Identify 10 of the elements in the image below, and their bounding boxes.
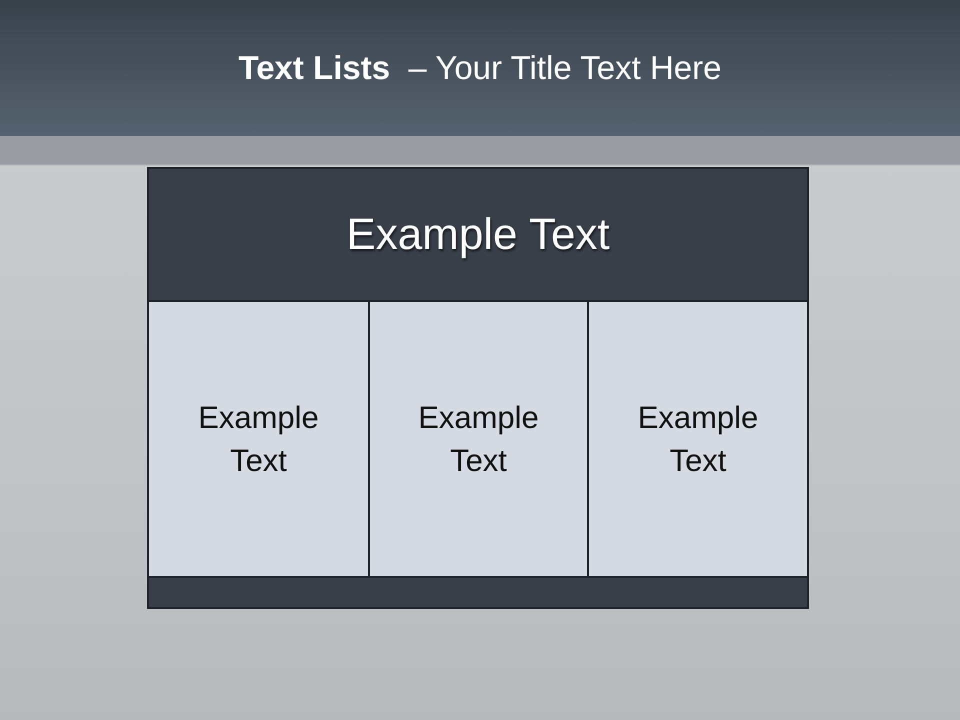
cell-text: Example Text <box>417 398 540 480</box>
text-cell <box>147 300 370 578</box>
footer-bar <box>147 576 809 609</box>
header-box <box>147 167 809 302</box>
header-text: Example Text <box>346 208 610 261</box>
slide-title: Text Lists – Your Title Text Here <box>238 49 722 87</box>
cell-text: Example Text <box>636 398 760 480</box>
text-cell <box>587 300 809 578</box>
text-cell <box>368 300 589 578</box>
cell-text: Example Text <box>197 398 320 480</box>
